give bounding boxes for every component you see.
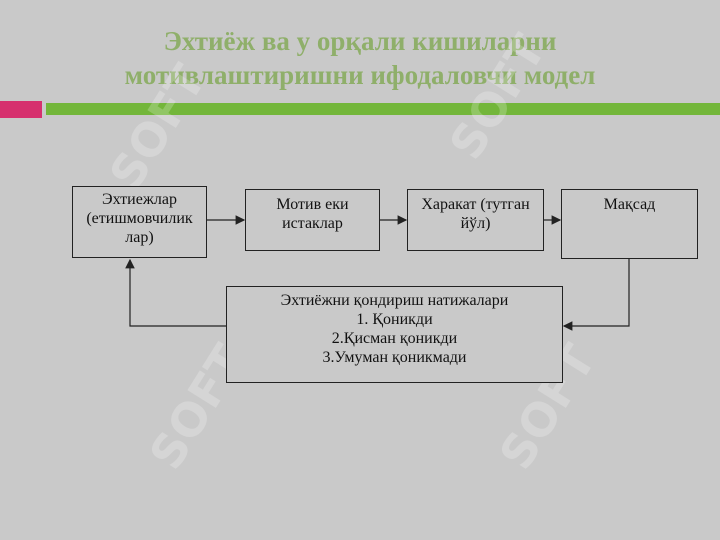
motive-text-2: истаклар — [282, 215, 343, 232]
results-item-1: 1. Қоникди — [356, 311, 433, 328]
motive-box: Мотив еки истаклар — [245, 189, 380, 251]
results-item-3: 3.Умуман қоникмади — [322, 349, 467, 366]
action-text-1: Харакат (тутган — [421, 196, 530, 213]
goal-text: Мақсад — [603, 196, 656, 213]
results-box: Эхтиёжни қондириш натижалари 1. Қоникди … — [226, 286, 563, 383]
needs-box: Эхтиежлар (етишмовчилик лар) — [72, 186, 207, 258]
motive-text-1: Мотив еки — [276, 196, 349, 213]
needs-text-1: Эхтиежлар — [102, 191, 177, 208]
arrow-results-to-needs — [125, 258, 226, 327]
needs-text-2: (етишмовчилик — [86, 210, 193, 227]
pink-accent-bar — [0, 101, 42, 118]
title-line-1: Эхтиёж ва у орқали кишиларни — [163, 26, 557, 56]
action-box: Харакат (тутган йўл) — [407, 189, 544, 251]
green-accent-bar — [46, 103, 720, 115]
goal-box: Мақсад — [561, 189, 698, 259]
results-item-2: 2.Қисман қоникди — [331, 330, 458, 347]
results-heading: Эхтиёжни қондириш натижалари — [280, 292, 509, 309]
title-line-2: мотивлаштиришни ифодаловчи модел — [124, 60, 596, 90]
action-text-2: йўл) — [460, 215, 491, 232]
slide-title: Эхтиёж ва у орқали кишиларни мотивлаштир… — [0, 24, 720, 92]
needs-text-3: лар) — [125, 229, 154, 246]
arrow-goal-to-results — [562, 259, 630, 331]
